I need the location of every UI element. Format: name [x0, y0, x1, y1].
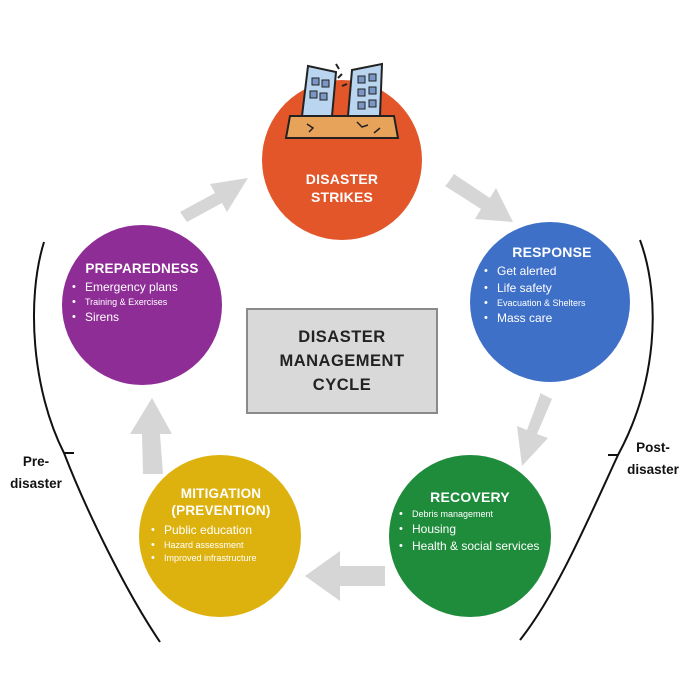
disaster-strikes-stage: DISASTER STRIKES — [262, 62, 422, 240]
list-item: Life safety — [484, 281, 620, 296]
recovery-stage: RECOVERY Debris management Housing Healt… — [389, 455, 551, 617]
cycle-arrow-icon — [180, 178, 248, 222]
list-item: Emergency plans — [72, 280, 212, 295]
center-title-box: DISASTER MANAGEMENT CYCLE — [246, 308, 438, 414]
response-stage: RESPONSE Get alerted Life safety Evacuat… — [470, 222, 630, 382]
preparedness-title: PREPAREDNESS — [85, 261, 199, 276]
post-disaster-label: Post- disaster — [627, 440, 679, 477]
cycle-arrow-icon — [517, 393, 552, 466]
center-title-line: CYCLE — [312, 376, 372, 394]
preparedness-stage: PREPAREDNESS Emergency plans Training & … — [62, 225, 222, 385]
pre-disaster-label: Pre- disaster — [10, 454, 62, 491]
post-disaster-bracket — [519, 239, 654, 641]
cycle-arrow-icon — [305, 551, 385, 601]
list-item: Housing — [399, 522, 541, 537]
response-title: RESPONSE — [512, 244, 592, 260]
list-item: Get alerted — [484, 264, 620, 279]
list-item: Mass care — [484, 311, 620, 326]
mitigation-title: MITIGATION (PREVENTION) — [171, 486, 271, 518]
collapsing-buildings-icon — [284, 62, 400, 139]
cycle-arrow-icon — [130, 398, 172, 474]
list-item: Health & social services — [399, 539, 541, 554]
center-title-line: MANAGEMENT — [279, 352, 405, 370]
list-item: Training & Exercises — [72, 297, 212, 308]
list-item: Hazard assessment — [151, 540, 291, 551]
mitigation-stage: MITIGATION (PREVENTION) Public education… — [139, 455, 301, 617]
disaster-strikes-title: DISASTER STRIKES — [305, 171, 379, 205]
list-item: Evacuation & Shelters — [484, 298, 620, 309]
recovery-title: RECOVERY — [430, 489, 510, 505]
cycle-arrow-icon — [445, 174, 513, 222]
list-item: Public education — [151, 523, 291, 538]
list-item: Sirens — [72, 310, 212, 325]
center-title-line: DISASTER — [298, 328, 386, 346]
list-item: Improved infrastructure — [151, 553, 291, 564]
list-item: Debris management — [399, 509, 541, 520]
